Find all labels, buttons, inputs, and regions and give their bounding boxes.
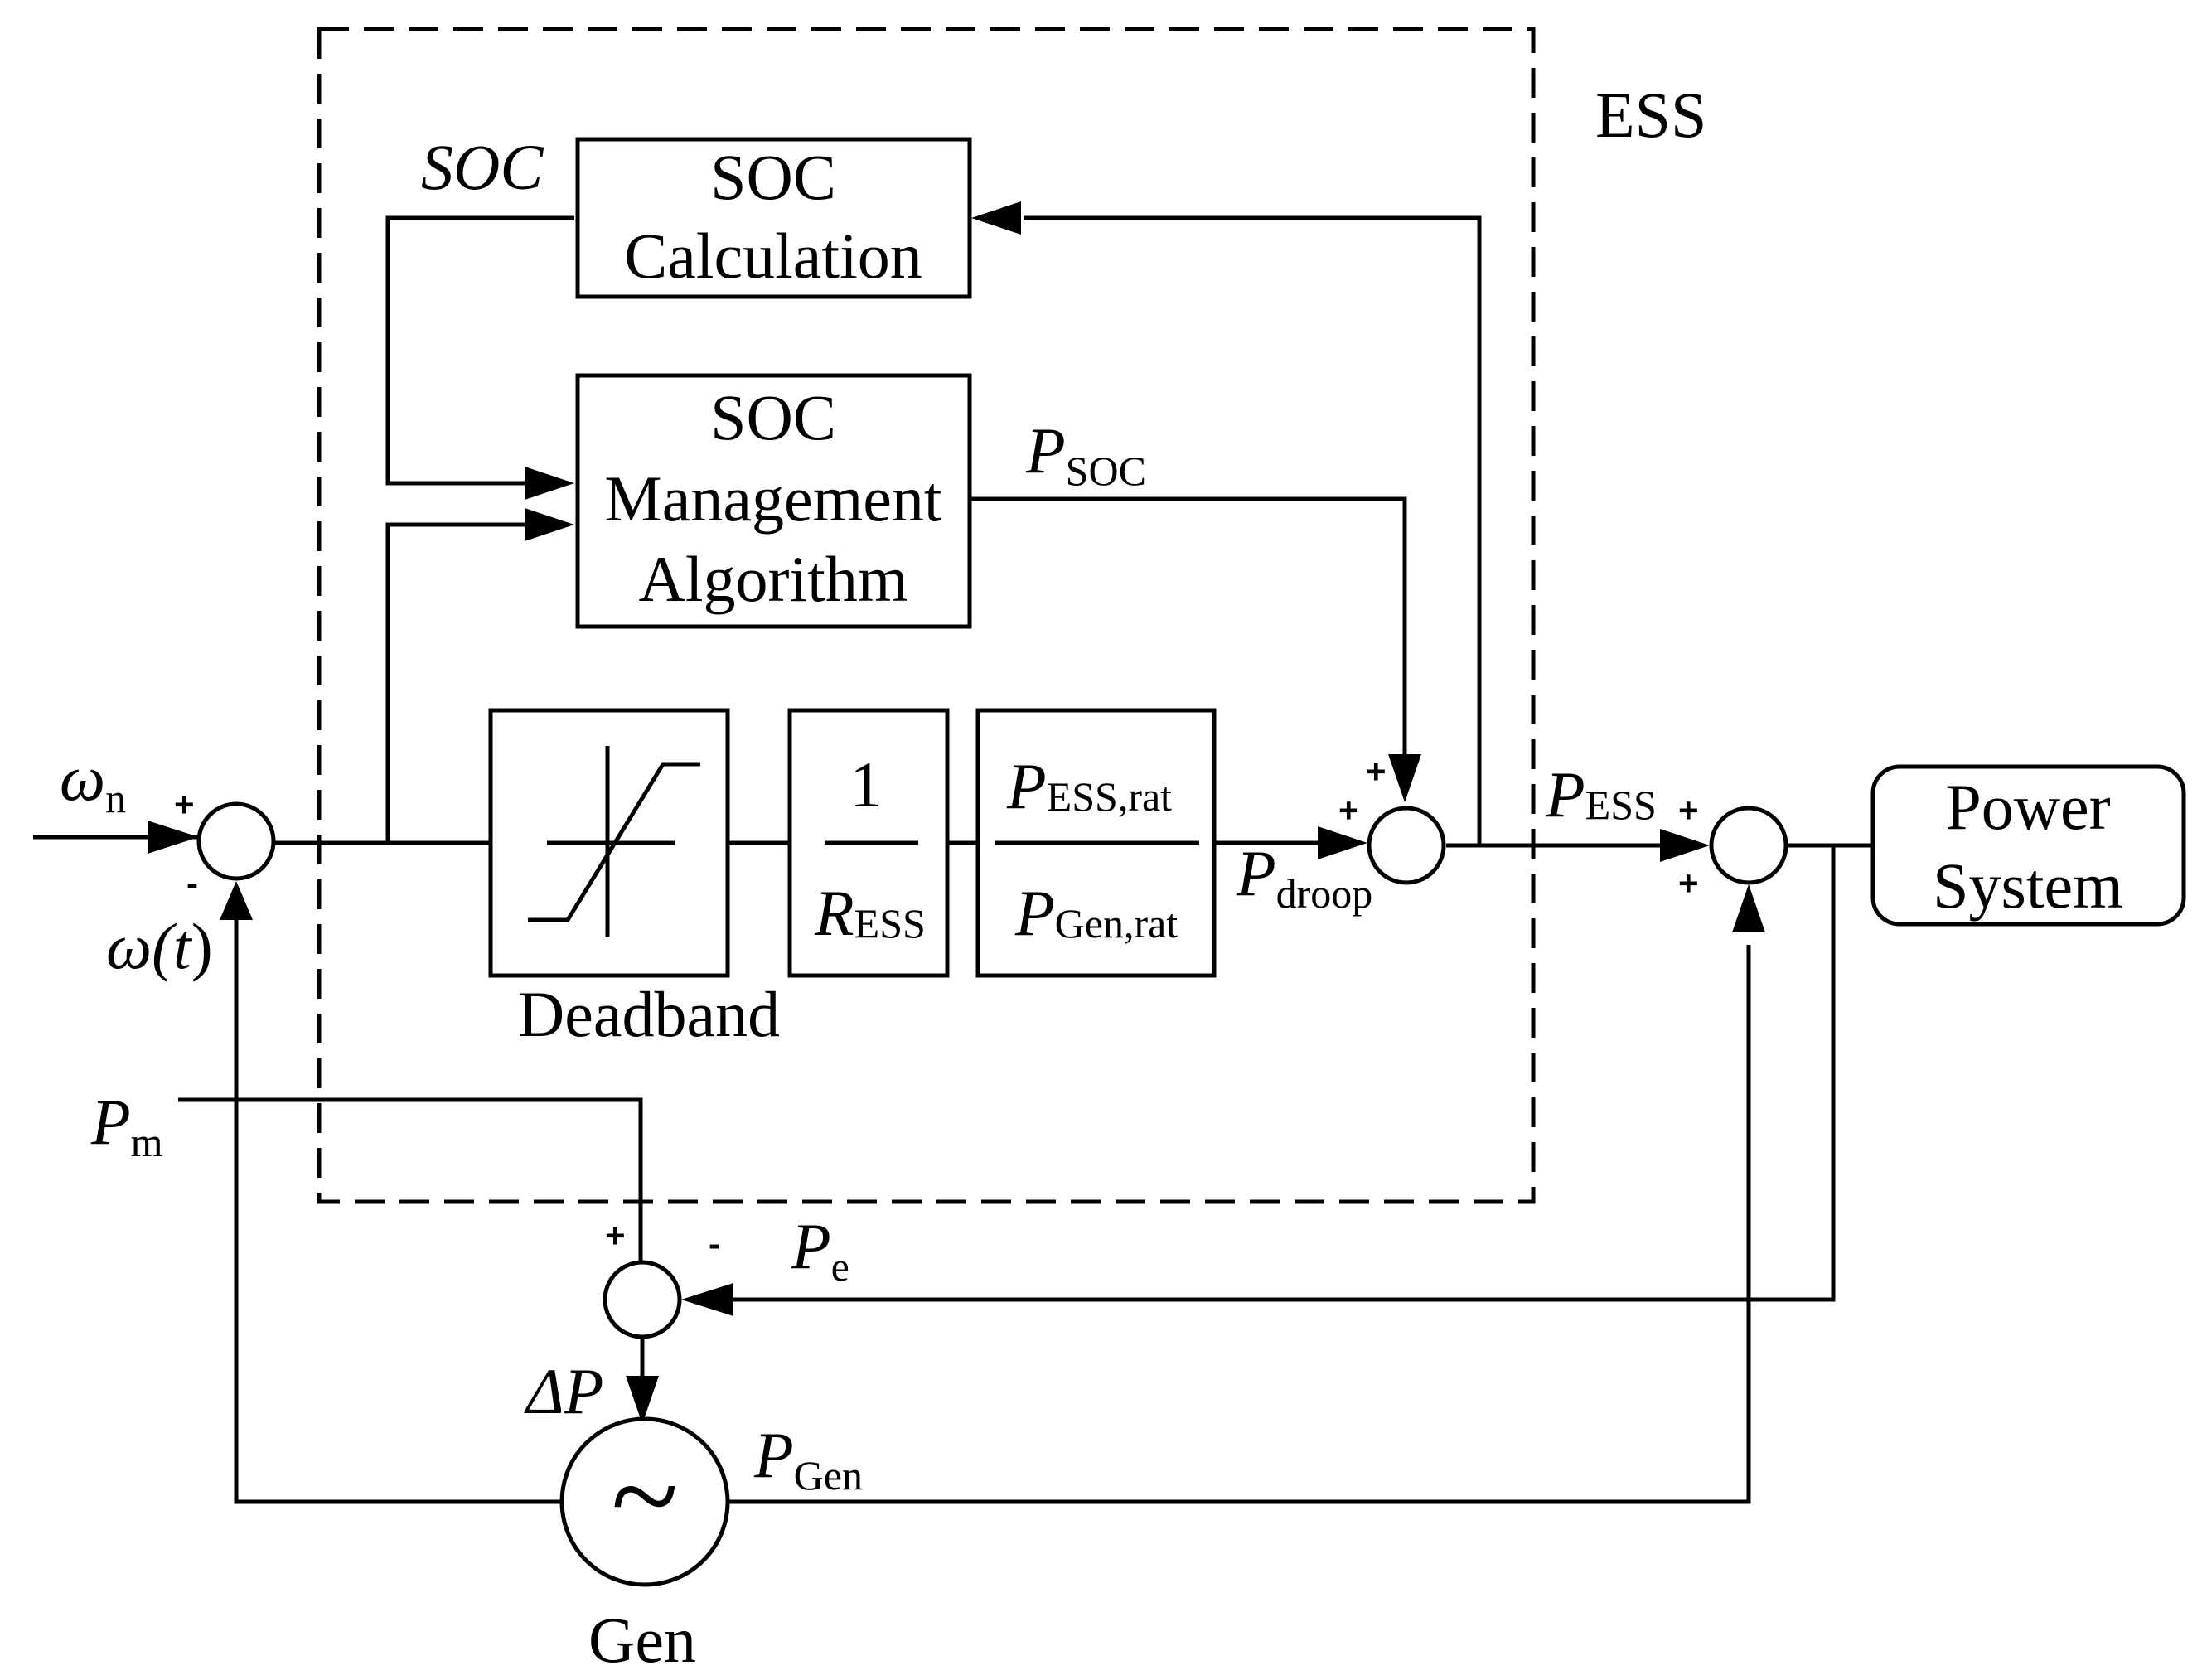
soc-calc-feedback-wire xyxy=(1024,215,1482,845)
soc-mgmt-line1: SOC xyxy=(710,381,836,453)
generator-label: Gen xyxy=(588,1604,696,1676)
p-ess-label: PESS xyxy=(1545,758,1657,830)
soc-mgmt-line3: Algorithm xyxy=(639,543,908,615)
p-e-label: Pe xyxy=(791,1210,849,1290)
soc-wire xyxy=(385,215,574,486)
power-system-line1: Power xyxy=(1945,771,2110,843)
arrowhead xyxy=(626,1376,659,1424)
ratio-denominator: PGen,rat xyxy=(1014,877,1178,949)
ess-label: ESS xyxy=(1595,79,1706,151)
soc-management-block xyxy=(575,373,972,629)
p-m-label: Pm xyxy=(90,1086,163,1165)
sum-junction-system xyxy=(1709,806,1788,885)
sum-junction-ess xyxy=(1367,806,1446,885)
arrowhead xyxy=(1388,754,1421,802)
arrowhead xyxy=(1318,826,1367,859)
soc-mgmt-line2: Management xyxy=(604,462,942,535)
soc-calc-subtitle: Calculation xyxy=(624,220,922,292)
freq-branch-wire xyxy=(385,522,539,843)
soc-calc-title: SOC xyxy=(710,141,836,213)
p-soc-wire xyxy=(970,496,1407,767)
delta-p-label: ΔP xyxy=(524,1355,603,1427)
sum1-minus-sign: - xyxy=(186,864,198,903)
arrowhead xyxy=(525,508,574,541)
generator-symbol xyxy=(559,1416,730,1587)
ess-boundary xyxy=(317,27,1536,1204)
sum2-plus-top-sign: + xyxy=(1366,752,1387,791)
sum4-plus-sign: + xyxy=(605,1216,626,1255)
arrowhead xyxy=(681,1283,733,1316)
arrowhead xyxy=(220,881,253,920)
sum1-plus-sign: + xyxy=(174,785,195,824)
p-soc-label: PSOC xyxy=(1025,414,1146,494)
sum4-minus-sign: - xyxy=(709,1224,720,1263)
p-gen-label: PGen xyxy=(753,1419,863,1498)
sum-junction-generator xyxy=(603,1260,682,1339)
soc-calculation-block xyxy=(575,137,972,299)
deadband-label: Deadband xyxy=(518,978,780,1050)
omega-n-label: ωn xyxy=(60,742,126,821)
arrowhead xyxy=(1732,884,1765,932)
p-e-wire xyxy=(717,845,1836,1302)
power-system-block xyxy=(1870,764,2186,927)
gain-denominator: RESS xyxy=(814,877,926,949)
arrowhead xyxy=(525,467,574,500)
ac-wave-icon: ~ xyxy=(611,1427,678,1565)
p-gen-wire xyxy=(727,945,1751,1504)
arrowhead xyxy=(148,821,199,854)
ratio-numerator: PESS,rat xyxy=(1006,750,1172,822)
sum2-plus-left-sign: + xyxy=(1338,791,1359,830)
soc-signal-label: SOC xyxy=(421,131,544,203)
p-droop-label: Pdroop xyxy=(1236,837,1372,917)
omega-t-wire xyxy=(234,903,564,1504)
sum3-plus-bottom-sign: + xyxy=(1678,864,1699,903)
gain-numerator: 1 xyxy=(850,748,883,821)
arrowhead xyxy=(971,201,1021,235)
deadband-characteristic-icon xyxy=(528,746,700,937)
sum3-plus-left-sign: + xyxy=(1678,791,1699,830)
omega-t-label: ω(t) xyxy=(106,910,213,982)
sum-junction-frequency xyxy=(196,801,276,881)
power-system-line2: System xyxy=(1933,850,2123,922)
p-m-wire xyxy=(178,1097,643,1264)
arrowhead xyxy=(1660,829,1710,862)
